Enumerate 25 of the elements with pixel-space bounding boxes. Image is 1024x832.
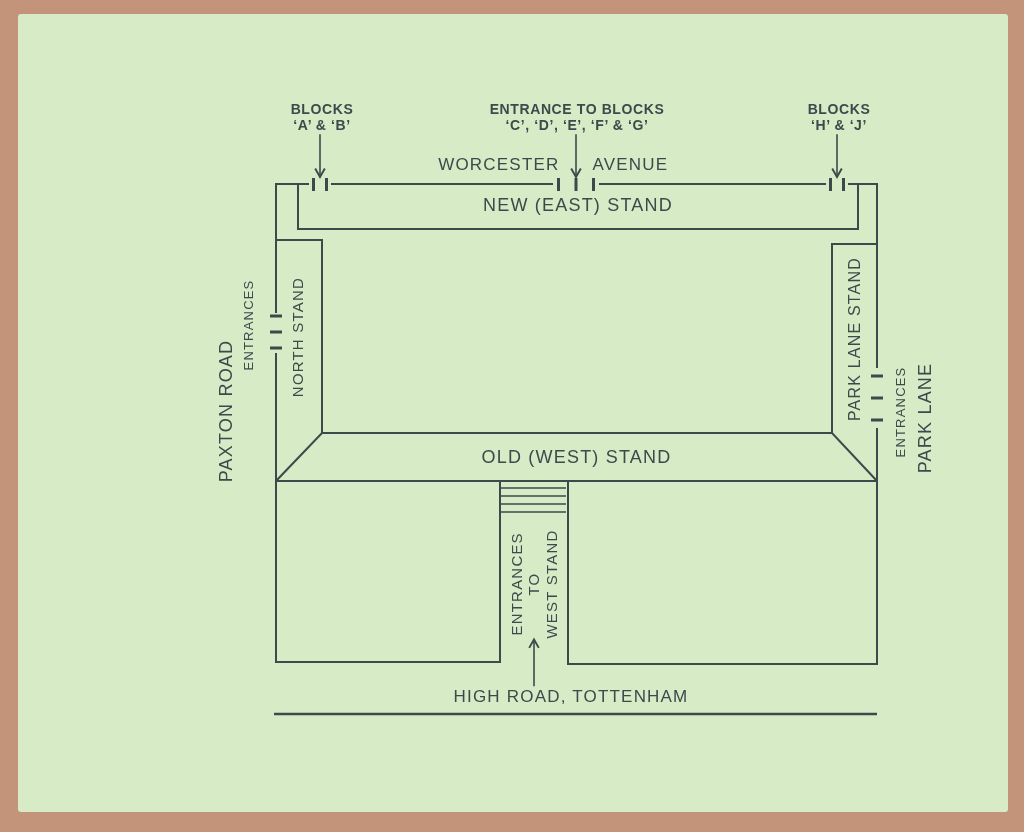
street-name: WORCESTER AVENUE [438,155,669,175]
entrance-label: ENTRANCES [241,279,257,371]
entrance-label: ENTRANCES [893,366,909,458]
block-outline [275,480,501,663]
stand-outline [275,239,323,434]
street-name: HIGH ROAD, TOTTENHAM [453,687,689,707]
street-name: PAXTON ROAD [215,339,237,483]
block-outline [567,480,878,665]
gate-marks-icon [309,178,331,191]
gate-marks-icon [826,178,848,191]
stand-outline [275,432,878,482]
stand-name: OLD (WEST) STAND [481,446,672,468]
stand-name: PARK LANE STAND [846,257,865,422]
block-label: BLOCKS ‘A’ & ‘B’ [285,101,359,134]
arrow [528,638,540,688]
arrow [570,133,582,178]
stand-name: NORTH STAND [289,277,307,398]
arrow [314,133,326,178]
arrow [831,133,843,178]
stand-outline [831,243,878,434]
street-name: PARK LANE [914,362,936,474]
stand-name: NEW (EAST) STAND [483,195,673,216]
stand-outline [297,183,859,230]
block-label: BLOCKS ‘H’ & ‘J’ [801,101,877,134]
block-label: ENTRANCE TO BLOCKS ‘C’, ‘D’, ‘E’, ‘F’ & ‘G’ [480,101,674,134]
